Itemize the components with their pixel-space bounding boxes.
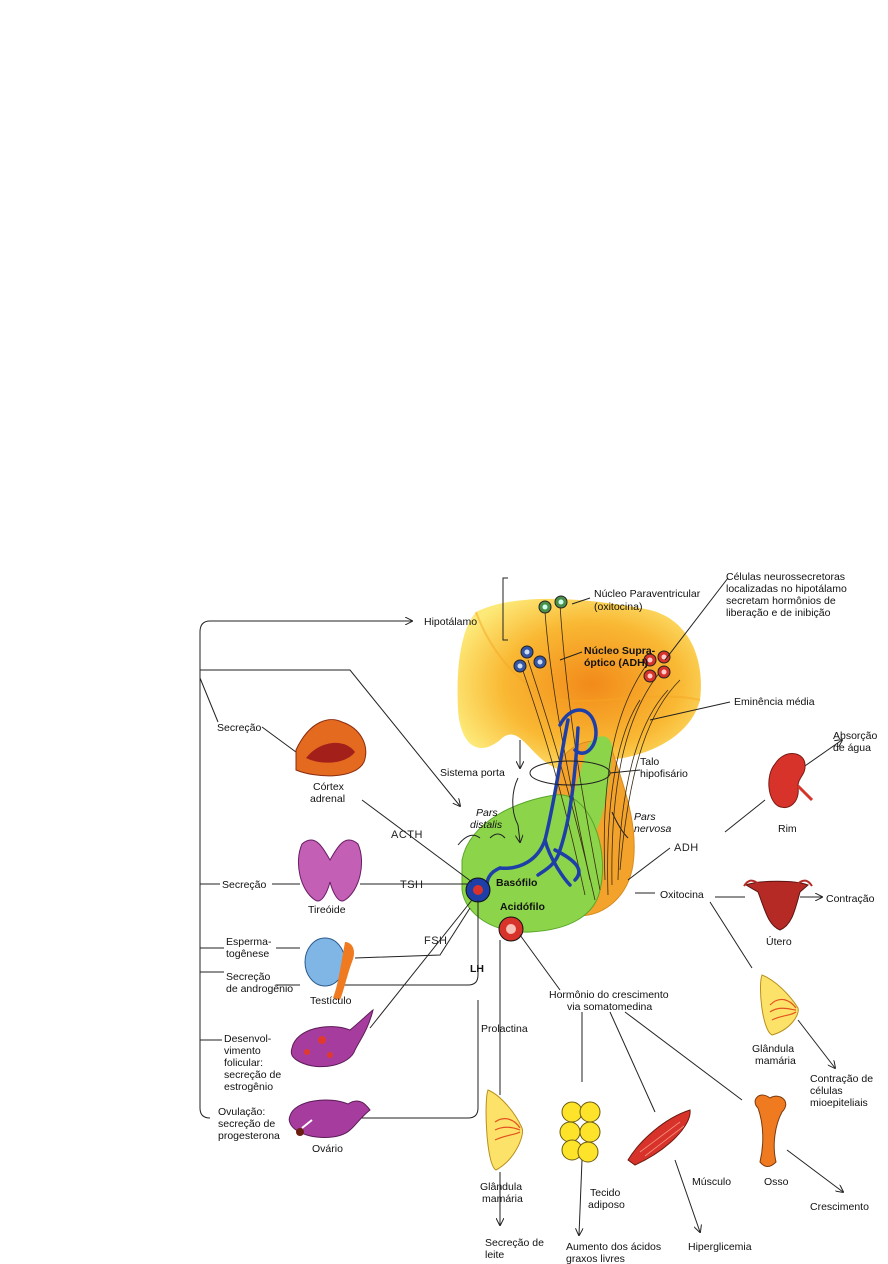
mammary-gland-icon-1 [759, 974, 799, 1036]
label-secrecao-1: Secreção [217, 722, 262, 734]
label-secrecao-leite: Secreção de leite [485, 1237, 547, 1261]
ovary-follicular-icon [290, 1008, 374, 1068]
label-tecido-adiposo: Tecido adiposo [588, 1187, 625, 1211]
label-ovulacao: Ovulação: secreção de progesterona [218, 1106, 280, 1142]
hypothalamus-shape [457, 598, 701, 770]
adipose-tissue-icon [559, 1101, 601, 1163]
label-prolactina: Prolactina [481, 1023, 528, 1035]
label-secrecao-2: Secreção [222, 879, 267, 891]
label-tsh: TSH [400, 879, 424, 891]
adrenal-cortex-icon [295, 719, 367, 777]
bone-icon [754, 1094, 787, 1167]
label-hormonio-crescimento: Hormônio do crescimento via somatomedina [549, 989, 672, 1013]
label-rim: Rim [778, 823, 797, 835]
label-tireoide: Tireóide [308, 904, 346, 916]
label-celulas-neurossecretoras: Células neurossecretoras localizadas no … [726, 571, 850, 619]
muscle-icon [627, 1109, 691, 1166]
label-talo-hipofisario: Talo hipofisário [640, 756, 688, 780]
label-utero: Útero [766, 935, 792, 948]
label-oxitocina: Oxitocina [660, 889, 704, 901]
label-basofilo: Basófilo [496, 877, 537, 889]
label-secrecao-androgenio: Secreção de androgênio [226, 971, 293, 995]
label-lh: LH [470, 963, 484, 975]
label-glandula-mamaria-1: Glândula mamária [752, 1043, 797, 1067]
label-nucleo-paraventricular: Núcleo Paraventricular (oxitocina) [594, 588, 703, 613]
label-osso: Osso [764, 1176, 789, 1188]
label-hiperglicemia: Hiperglicemia [688, 1241, 752, 1253]
label-absorcao-agua: Absorção de água [833, 730, 880, 754]
label-acidofilo: Acidófilo [500, 901, 545, 913]
label-sistema-porta: Sistema porta [440, 767, 505, 779]
label-eminencia-media: Eminência média [734, 696, 815, 708]
label-ovario: Ovário [312, 1143, 343, 1155]
label-testiculo: Testículo [310, 995, 352, 1007]
label-cortex-adrenal: Córtex adrenal [310, 781, 347, 805]
paraventricular-neurons [513, 595, 568, 673]
label-desenvolvimento-folicular: Desenvol- vimento folicular: secreção de… [224, 1033, 284, 1093]
label-adh: ADH [674, 842, 699, 854]
label-contracao-celulas: Contração de células mioepiteliais [810, 1073, 876, 1109]
basophil-cell [465, 877, 491, 903]
label-pars-distalis: Pars distalis [470, 807, 503, 831]
label-musculo: Músculo [692, 1176, 731, 1188]
hormone-lines [261, 577, 843, 1235]
label-glandula-mamaria-2: Glândula mamária [480, 1181, 525, 1205]
label-espermatogenese: Esperma- togênese [226, 936, 274, 960]
label-pars-nervosa: Pars nervosa [634, 811, 672, 835]
label-acth: ACTH [391, 829, 423, 841]
label-nucleo-supraoptico: Núcleo Supra- óptico (ADH) [584, 645, 658, 669]
mammary-gland-icon-2 [485, 1089, 524, 1171]
label-hipotalamo: Hipotálamo [424, 616, 477, 628]
acidophil-cell [498, 916, 524, 942]
testicle-icon [304, 937, 355, 1000]
label-fsh: FSH [424, 935, 448, 947]
ovary-ovulation-icon [288, 1099, 371, 1138]
neurosecretory-cells [643, 650, 671, 683]
feedback-lines [199, 621, 460, 1119]
label-aumento-acidos: Aumento dos ácidos graxos livres [566, 1241, 664, 1264]
thyroid-icon [297, 839, 363, 902]
uterus-icon [743, 879, 813, 931]
label-contracao: Contração [826, 893, 875, 905]
kidney-icon [768, 753, 814, 808]
label-crescimento: Crescimento [810, 1201, 869, 1213]
